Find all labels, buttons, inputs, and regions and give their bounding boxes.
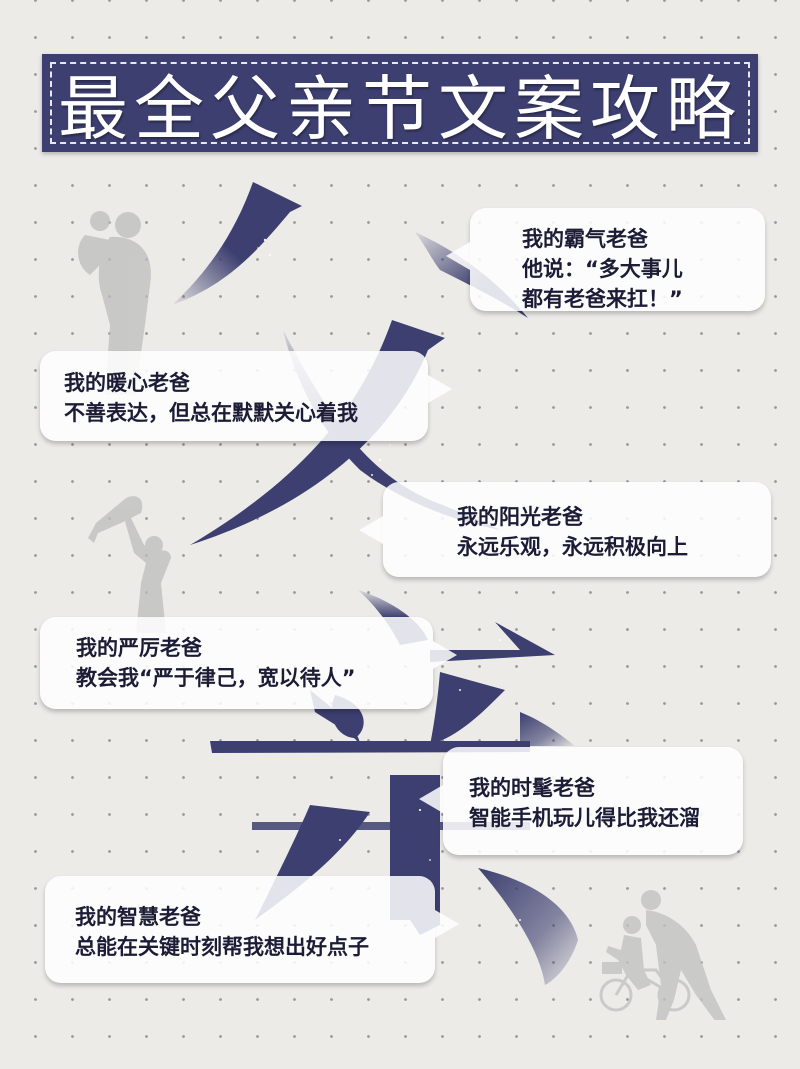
- bubble-tail: [359, 516, 383, 544]
- father-teaching-bike-silhouette: [599, 890, 726, 1020]
- bubble-tail: [446, 242, 470, 270]
- bubble-line: 永远乐观，永远积极向上: [457, 535, 688, 559]
- bubble-title: 我的霸气老爸: [522, 227, 648, 251]
- bubble-tail: [419, 785, 443, 813]
- bubble-title: 我的智慧老爸: [75, 905, 201, 929]
- title-banner: 最全父亲节文案攻略: [42, 54, 758, 152]
- speech-bubble-caring-dad: 我的暖心老爸 不善表达，但总在默默关心着我: [40, 351, 452, 441]
- page-title: 最全父亲节文案攻略: [58, 67, 742, 150]
- speech-bubble-wise-dad: 我的智慧老爸 总能在关键时刻帮我想出好点子: [45, 876, 459, 983]
- speech-bubble-strict-dad: 我的严厉老爸 教会我“严于律己，宽以待人”: [40, 617, 457, 709]
- bubble-line: 总能在关键时刻帮我想出好点子: [75, 935, 369, 959]
- stitched-border: [50, 62, 750, 144]
- bubble-title: 我的严厉老爸: [76, 636, 202, 660]
- bubble-title: 我的阳光老爸: [457, 505, 583, 529]
- speech-bubble-trendy-dad: 我的时髦老爸 智能手机玩儿得比我还溜: [419, 747, 743, 855]
- bubble-tail: [435, 910, 459, 938]
- bubble-line: 他说：“多大事儿: [522, 257, 683, 281]
- bubble-line: 不善表达，但总在默默关心着我: [64, 401, 358, 425]
- bubble-title: 我的时髦老爸: [469, 776, 595, 800]
- bubble-title: 我的暖心老爸: [64, 371, 190, 395]
- speech-bubble-sunny-dad: 我的阳光老爸 永远乐观，永远积极向上: [359, 482, 771, 577]
- father-lifting-child-silhouette: [88, 496, 171, 633]
- bubble-line: 都有老爸来扛！”: [522, 287, 683, 311]
- bubble-line: 智能手机玩儿得比我还溜: [469, 806, 700, 830]
- bubble-line: 教会我“严于律己，宽以待人”: [76, 666, 356, 690]
- speech-bubble-domineering-dad: 我的霸气老爸 他说：“多大事儿 都有老爸来扛！”: [446, 208, 765, 311]
- bubble-tail: [433, 641, 457, 669]
- bubble-tail: [428, 375, 452, 403]
